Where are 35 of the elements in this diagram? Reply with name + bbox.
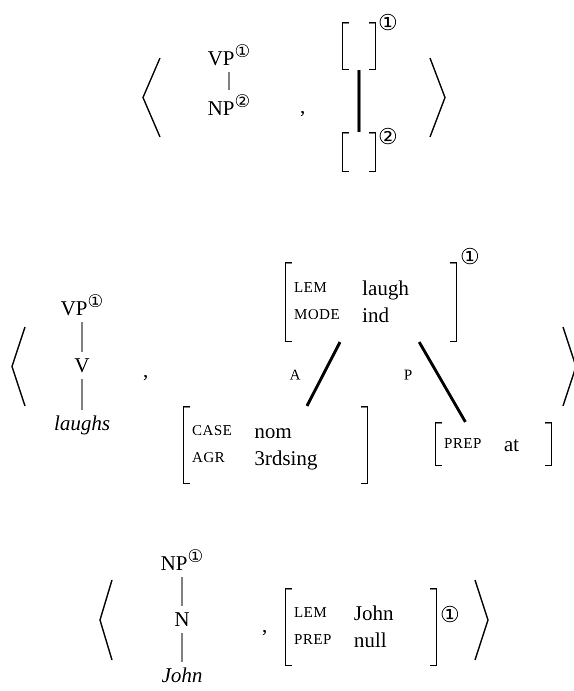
feature-value: ind xyxy=(362,305,390,326)
tree-node-label: VP$^{①}$ xyxy=(206,40,252,72)
feature-name: AGR xyxy=(192,451,226,466)
feature-value: John xyxy=(354,603,394,624)
feature-value: null xyxy=(354,630,388,651)
feature-value: laugh xyxy=(362,278,409,299)
link-line xyxy=(306,341,342,407)
terminal-word: laughs xyxy=(52,410,112,437)
link-line xyxy=(418,341,467,423)
terminal-word: John xyxy=(160,662,204,689)
tree-node-label: N xyxy=(172,606,192,633)
link-line xyxy=(358,70,360,132)
tree-node-label: VP$^{①}$ xyxy=(58,290,106,322)
coindex-mark: ② xyxy=(378,126,398,148)
coindex-mark: ① xyxy=(440,604,460,626)
feature-value: nom xyxy=(254,421,293,442)
feature-value: 3rdsing xyxy=(254,448,318,469)
comma: , xyxy=(300,96,306,117)
coindex-mark: ① xyxy=(378,12,398,34)
feature-name: PREP xyxy=(444,436,482,452)
feature-name: LEM xyxy=(294,606,328,621)
tree-node-label: NP$^{②}$ xyxy=(206,90,252,122)
feature-name: PREP xyxy=(294,633,332,648)
comma: , xyxy=(262,615,268,636)
coindex-mark: ① xyxy=(460,246,480,268)
feature-name: LEM xyxy=(294,281,328,296)
tree-node-label: V xyxy=(72,352,92,379)
feature-name: CASE xyxy=(192,424,232,439)
feature-name: MODE xyxy=(294,308,340,323)
empty-feature-matrix xyxy=(342,132,376,172)
tree-node-label: NP$^{①}$ xyxy=(158,545,206,577)
comma: , xyxy=(143,360,148,381)
empty-feature-matrix xyxy=(342,22,376,70)
tree-branch xyxy=(228,72,230,90)
feature-value: at xyxy=(504,434,520,454)
